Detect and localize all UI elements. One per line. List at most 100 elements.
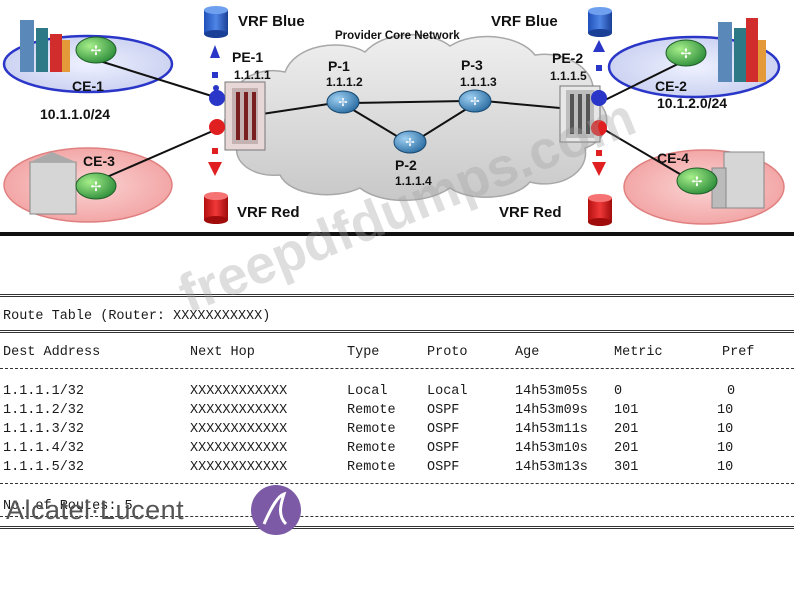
vrf-blue-left-label: VRF Blue — [238, 13, 305, 30]
cell-next-hop: XXXXXXXXXXXX — [190, 403, 288, 418]
cell-proto: OSPF — [427, 422, 460, 437]
header-rule — [0, 368, 794, 369]
ce1-name: CE-1 — [72, 78, 104, 94]
cell-type: Local — [347, 384, 388, 399]
p3-ip: 1.1.1.3 — [460, 75, 497, 89]
cell-proto: OSPF — [427, 441, 460, 456]
cell-metric: 301 — [614, 460, 639, 475]
cell-proto: Local — [427, 384, 468, 399]
pe2-blue-marker — [596, 65, 602, 71]
route-table-bottom-rule — [0, 526, 794, 529]
vrf-red-left-label: VRF Red — [237, 204, 300, 221]
cell-proto: OSPF — [427, 460, 460, 475]
svg-text:✢: ✢ — [91, 179, 102, 194]
header-next-hop: Next Hop — [190, 345, 255, 360]
svg-text:✢: ✢ — [470, 96, 479, 108]
cell-age: 14h53m09s — [515, 403, 588, 418]
cell-dest: 1.1.1.1/32 — [3, 384, 85, 399]
svg-text:✢: ✢ — [91, 43, 102, 58]
cell-pref: 10 — [717, 441, 734, 456]
pe1-vrf-red-dot — [209, 119, 225, 135]
header-dest-address: Dest Address — [3, 345, 101, 360]
cell-pref: 0 — [727, 384, 736, 399]
pe1-blue-marker-dot — [213, 85, 219, 91]
svg-text:✢: ✢ — [338, 97, 347, 109]
p1-ip: 1.1.1.2 — [326, 75, 363, 89]
cell-dest: 1.1.1.5/32 — [3, 460, 85, 475]
cell-metric: 201 — [614, 441, 639, 456]
p2-ip: 1.1.1.4 — [395, 174, 432, 188]
cell-age: 14h53m05s — [515, 384, 588, 399]
pe1-blue-marker — [212, 72, 218, 78]
table-row: 1.1.1.1/32 XXXXXXXXXXXX Local Local 14h5… — [0, 384, 794, 402]
table-row: 1.1.1.3/32 XXXXXXXXXXXX Remote OSPF 14h5… — [0, 422, 794, 440]
cell-metric: 101 — [614, 403, 639, 418]
cell-dest: 1.1.1.2/32 — [3, 403, 85, 418]
cell-proto: OSPF — [427, 403, 460, 418]
cell-age: 14h53m11s — [515, 422, 588, 437]
ce1-subnet: 10.1.1.0/24 — [40, 106, 110, 122]
vrf-red-right-label: VRF Red — [499, 204, 562, 221]
ce3-name: CE-3 — [83, 153, 115, 169]
cell-next-hop: XXXXXXXXXXXX — [190, 422, 288, 437]
cell-type: Remote — [347, 403, 396, 418]
route-table: Route Table (Router: XXXXXXXXXXX) Dest A… — [0, 286, 794, 538]
core-network-label: Provider Core Network — [335, 30, 460, 42]
ce3-building-icon — [29, 152, 77, 215]
cell-type: Remote — [347, 441, 396, 456]
vrf-blue-right-label: VRF Blue — [491, 13, 558, 30]
route-table-header: Dest Address Next Hop Type Proto Age Met… — [0, 345, 794, 363]
header-proto: Proto — [427, 345, 468, 360]
pe1-vrf-blue-dot — [209, 90, 225, 106]
ce2-subnet: 10.1.2.0/24 — [657, 95, 727, 111]
links — [89, 57, 691, 181]
p1-router-icon: ✢ — [326, 90, 360, 114]
pe1-ip: 1.1.1.1 — [234, 68, 271, 82]
ce4-building-icon — [711, 151, 765, 209]
pe2-blue-arrow-icon — [593, 40, 605, 52]
ce2-name: CE-2 — [655, 78, 687, 94]
ce4-name: CE-4 — [657, 150, 689, 166]
pe1-red-arrow-icon — [208, 162, 222, 176]
route-table-title: Route Table (Router: XXXXXXXXXXX) — [3, 309, 271, 324]
header-type: Type — [347, 345, 380, 360]
cell-dest: 1.1.1.3/32 — [3, 422, 85, 437]
cell-metric: 0 — [614, 384, 623, 399]
p2-name: P-2 — [395, 157, 417, 173]
pe2-chassis-icon — [559, 85, 601, 143]
ce3-router-icon: ✢ — [75, 172, 117, 200]
svg-text:✢: ✢ — [692, 174, 703, 189]
pe2-red-arrow-icon — [592, 162, 606, 176]
vrf-blue-right-database-icon — [588, 7, 612, 37]
cell-age: 14h53m13s — [515, 460, 588, 475]
cell-pref: 10 — [717, 460, 734, 475]
provider-core-cloud — [223, 33, 608, 202]
p1-name: P-1 — [328, 58, 350, 74]
cell-dest: 1.1.1.4/32 — [3, 441, 85, 456]
p3-name: P-3 — [461, 57, 483, 73]
pe2-ip: 1.1.1.5 — [550, 69, 587, 83]
rows-rule — [0, 483, 794, 484]
table-row: 1.1.1.5/32 XXXXXXXXXXXX Remote OSPF 14h5… — [0, 460, 794, 478]
svg-text:✢: ✢ — [405, 137, 414, 149]
pe1-red-marker — [212, 148, 218, 154]
cell-next-hop: XXXXXXXXXXXX — [190, 460, 288, 475]
footer-rule — [0, 516, 794, 517]
vrf-red-left-database-icon — [204, 192, 228, 224]
pe2-vrf-red-dot — [591, 120, 607, 136]
p2-router-icon: ✢ — [393, 130, 427, 154]
network-diagram: Provider Core Network ✢ — [0, 6, 794, 236]
pe2-vrf-blue-dot — [591, 90, 607, 106]
cell-next-hop: XXXXXXXXXXXX — [190, 441, 288, 456]
pe1-chassis-icon — [224, 81, 266, 151]
ce1-building-icon — [20, 20, 70, 72]
ce1-router-icon: ✢ — [75, 36, 117, 64]
p3-router-icon: ✢ — [458, 89, 492, 113]
pe2-name: PE-2 — [552, 50, 583, 66]
vrf-blue-left-database-icon — [204, 6, 228, 38]
table-row: 1.1.1.2/32 XXXXXXXXXXXX Remote OSPF 14h5… — [0, 403, 794, 421]
cell-next-hop: XXXXXXXXXXXX — [190, 384, 288, 399]
pe2-red-marker — [596, 150, 602, 156]
alcatel-lucent-brand: Alcatel·Lucent — [6, 495, 185, 525]
alcatel-lucent-logo-icon — [251, 485, 301, 535]
